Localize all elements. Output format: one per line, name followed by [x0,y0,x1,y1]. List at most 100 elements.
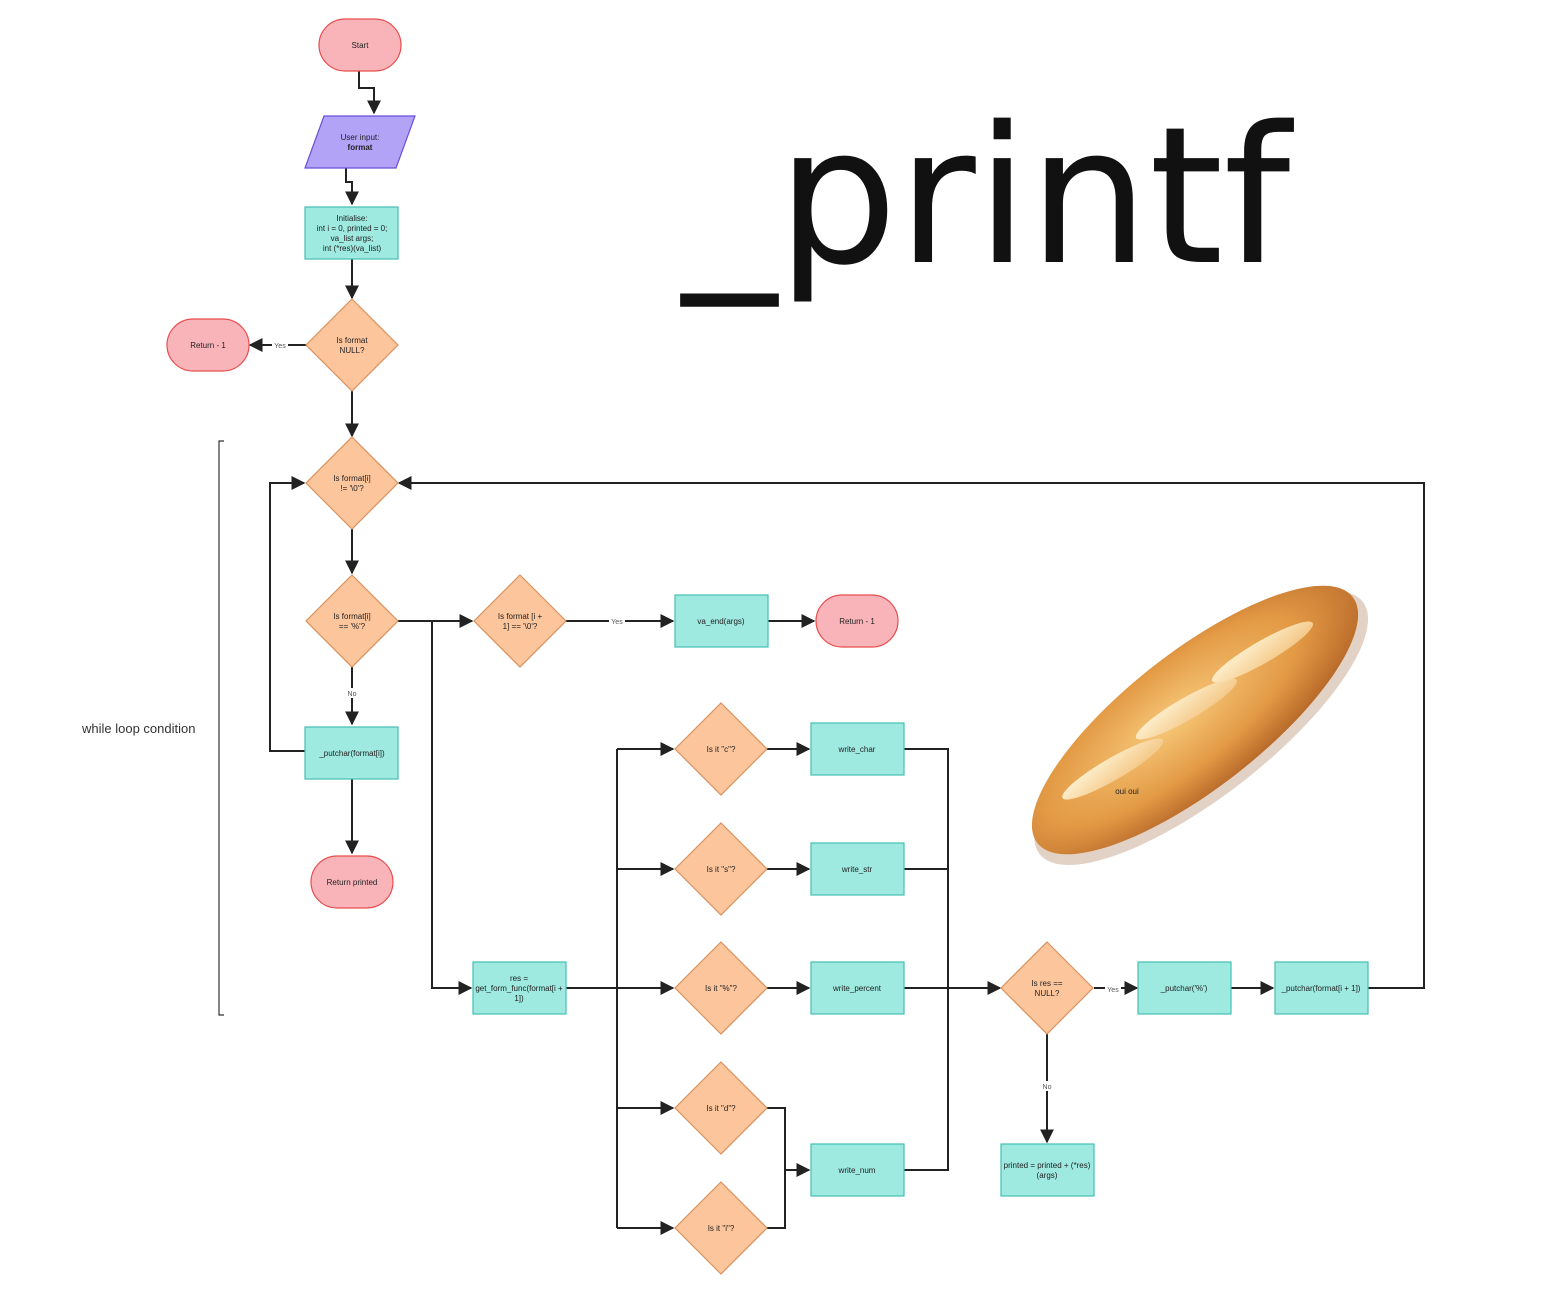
label-is-i: Is it "i"? [708,1224,735,1233]
node-write-percent[interactable] [810,961,905,1015]
edge-labels: Yes No Yes Yes No [272,340,1121,1091]
node-labels: Start User input:format Initialise:int i… [190,41,1361,1233]
node-is-percent[interactable] [305,574,399,668]
node-is-c[interactable] [674,702,768,796]
node-label-line: va_list args; [331,234,374,243]
node-is-null[interactable] [305,298,399,392]
node-va-end[interactable] [674,594,769,648]
label-user-input: User input:format [341,133,380,152]
node-label-line: Is format[i] [333,612,370,621]
node-label-line: Is it "c"? [707,745,736,754]
node-label-line: Return - 1 [839,617,875,626]
node-return-printed[interactable] [310,855,394,909]
label-initialise: Initialise:int i = 0, printed = 0;va_lis… [317,214,388,253]
loop-label: while loop condition [81,721,195,736]
node-label-line: write_percent [832,984,882,993]
node-label-line: get_form_func(format[i + [475,984,563,993]
label-write-percent: write_percent [832,984,882,993]
node-user-input[interactable] [304,115,416,169]
node-label-line: Return - 1 [190,341,226,350]
label-is-percent: Is format[i]== '%'? [333,612,370,631]
label-putchar-pct: _putchar('%') [1160,984,1208,993]
node-putchar-next[interactable] [1274,961,1369,1015]
node-label-line: Is it "s"? [707,865,736,874]
node-return-neg1-a[interactable] [166,318,250,372]
node-label-line: != '\0'? [340,484,364,493]
node-label-line: int (*res)(va_list) [323,244,382,253]
node-return-neg1-b[interactable] [815,594,899,648]
label-ispercent-no: No [348,691,357,698]
edge-start-input [358,71,381,115]
node-putchar-pct[interactable] [1137,961,1232,1015]
label-is-pct: Is it "%"? [705,984,737,993]
node-get-form[interactable] [472,961,567,1015]
node-label-line: format [348,143,373,152]
node-is-not-end[interactable] [305,436,399,530]
node-label-line: printed = printed + (*res) [1004,1161,1091,1170]
node-label-line: Is it "%"? [705,984,737,993]
label-putchar-i: _putchar(format[i]) [318,749,385,758]
node-is-d[interactable] [674,1061,768,1155]
node-label-line: NULL? [1035,989,1060,998]
node-label-line: Return printed [327,878,378,887]
label-is-res-null: Is res ==NULL? [1031,979,1062,998]
node-write-num[interactable] [810,1143,905,1197]
node-is-res-null[interactable] [1000,941,1094,1035]
node-is-s[interactable] [674,822,768,916]
node-initialise[interactable] [304,206,399,260]
node-write-char[interactable] [810,722,905,776]
node-label-line: Is res == [1031,979,1062,988]
node-label-line: Is format[i] [333,474,370,483]
edges [248,71,1425,1235]
label-isnull-yes: Yes [274,343,286,350]
node-putchar-i[interactable] [304,726,399,780]
label-return-neg1-b: Return - 1 [839,617,875,626]
label-is-not-end: Is format[i]!= '\0'? [333,474,370,493]
node-label-line: Start [352,41,370,50]
node-printed-add[interactable] [1000,1143,1095,1197]
node-label-line: int i = 0, printed = 0; [317,224,388,233]
node-label-line: Is format [i + [498,612,543,621]
label-write-str: write_str [841,865,873,874]
label-printed-add: printed = printed + (*res)(args) [1004,1161,1091,1180]
node-label-line: Is format [336,336,368,345]
node-write-str[interactable] [810,842,905,896]
label-isresnull-no: No [1043,1084,1052,1091]
label-va-end: va_end(args) [697,617,744,626]
label-write-char: write_char [838,745,876,754]
loop-bracket [218,440,224,1016]
node-label-line: write_str [841,865,873,874]
node-label-line: 1] == '\0'? [503,622,538,631]
label-return-neg1-a: Return - 1 [190,341,226,350]
label-is-c: Is it "c"? [707,745,736,754]
node-label-line: User input: [341,133,380,142]
nodes [166,18,1369,1275]
label-get-form: res =get_form_func(format[i +1]) [475,974,563,1003]
node-label-line: write_num [838,1166,876,1175]
label-write-num: write_num [838,1166,876,1175]
label-nextend-yes: Yes [611,619,623,626]
node-label-line: va_end(args) [697,617,744,626]
label-isresnull-yes: Yes [1107,987,1119,994]
bread-caption: oui oui [1115,787,1139,796]
node-is-i[interactable] [674,1181,768,1275]
node-label-line: _putchar('%') [1160,984,1208,993]
node-label-line: (args) [1037,1171,1058,1180]
node-is-pct[interactable] [674,941,768,1035]
node-start[interactable] [318,18,402,72]
label-start: Start [352,41,370,50]
edge-loopback-main [397,476,1425,989]
node-label-line: res = [510,974,528,983]
node-label-line: _putchar(format[i]) [318,749,385,758]
edge-ispercent-getform [431,621,473,995]
label-is-s: Is it "s"? [707,865,736,874]
label-is-next-end: Is format [i +1] == '\0'? [498,612,543,631]
node-label-line: Initialise: [336,214,367,223]
node-label-line: Is it "i"? [708,1224,735,1233]
edge-writers-collector [904,748,949,1171]
node-is-next-end[interactable] [473,574,567,668]
label-putchar-next: _putchar(format[i + 1]) [1281,984,1361,993]
node-label-line: Is it "d"? [706,1104,736,1113]
